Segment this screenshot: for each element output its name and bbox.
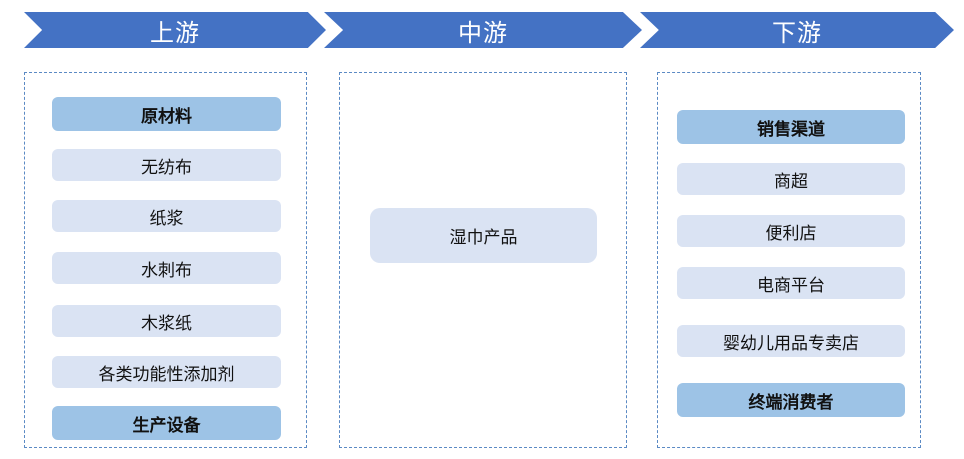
upstream-item-wood-pulp-paper: 木浆纸 bbox=[52, 305, 281, 337]
midstream-item-wet-wipes: 湿巾产品 bbox=[370, 208, 597, 263]
upstream-item-pulp: 纸浆 bbox=[52, 200, 281, 232]
upstream-item-equipment: 生产设备 bbox=[52, 406, 281, 440]
upstream-item-raw-materials: 原材料 bbox=[52, 97, 281, 131]
midstream-panel: 湿巾产品 bbox=[339, 72, 627, 448]
upstream-header: 上游 bbox=[24, 12, 326, 48]
downstream-item-ecommerce: 电商平台 bbox=[677, 267, 905, 299]
downstream-item-sales-channels: 销售渠道 bbox=[677, 110, 905, 144]
upstream-item-spunlace: 水刺布 bbox=[52, 252, 281, 284]
midstream-header: 中游 bbox=[324, 12, 642, 48]
downstream-item-supermarket: 商超 bbox=[677, 163, 905, 195]
downstream-panel: 销售渠道 商超 便利店 电商平台 婴幼儿用品专卖店 终端消费者 bbox=[657, 72, 921, 448]
downstream-header: 下游 bbox=[640, 12, 954, 48]
upstream-item-nonwoven: 无纺布 bbox=[52, 149, 281, 181]
upstream-panel: 原材料 无纺布 纸浆 水刺布 木浆纸 各类功能性添加剂 生产设备 bbox=[24, 72, 307, 448]
downstream-item-convenience-store: 便利店 bbox=[677, 215, 905, 247]
upstream-item-additives: 各类功能性添加剂 bbox=[52, 356, 281, 388]
downstream-item-end-consumers: 终端消费者 bbox=[677, 383, 905, 417]
downstream-item-baby-store: 婴幼儿用品专卖店 bbox=[677, 325, 905, 357]
